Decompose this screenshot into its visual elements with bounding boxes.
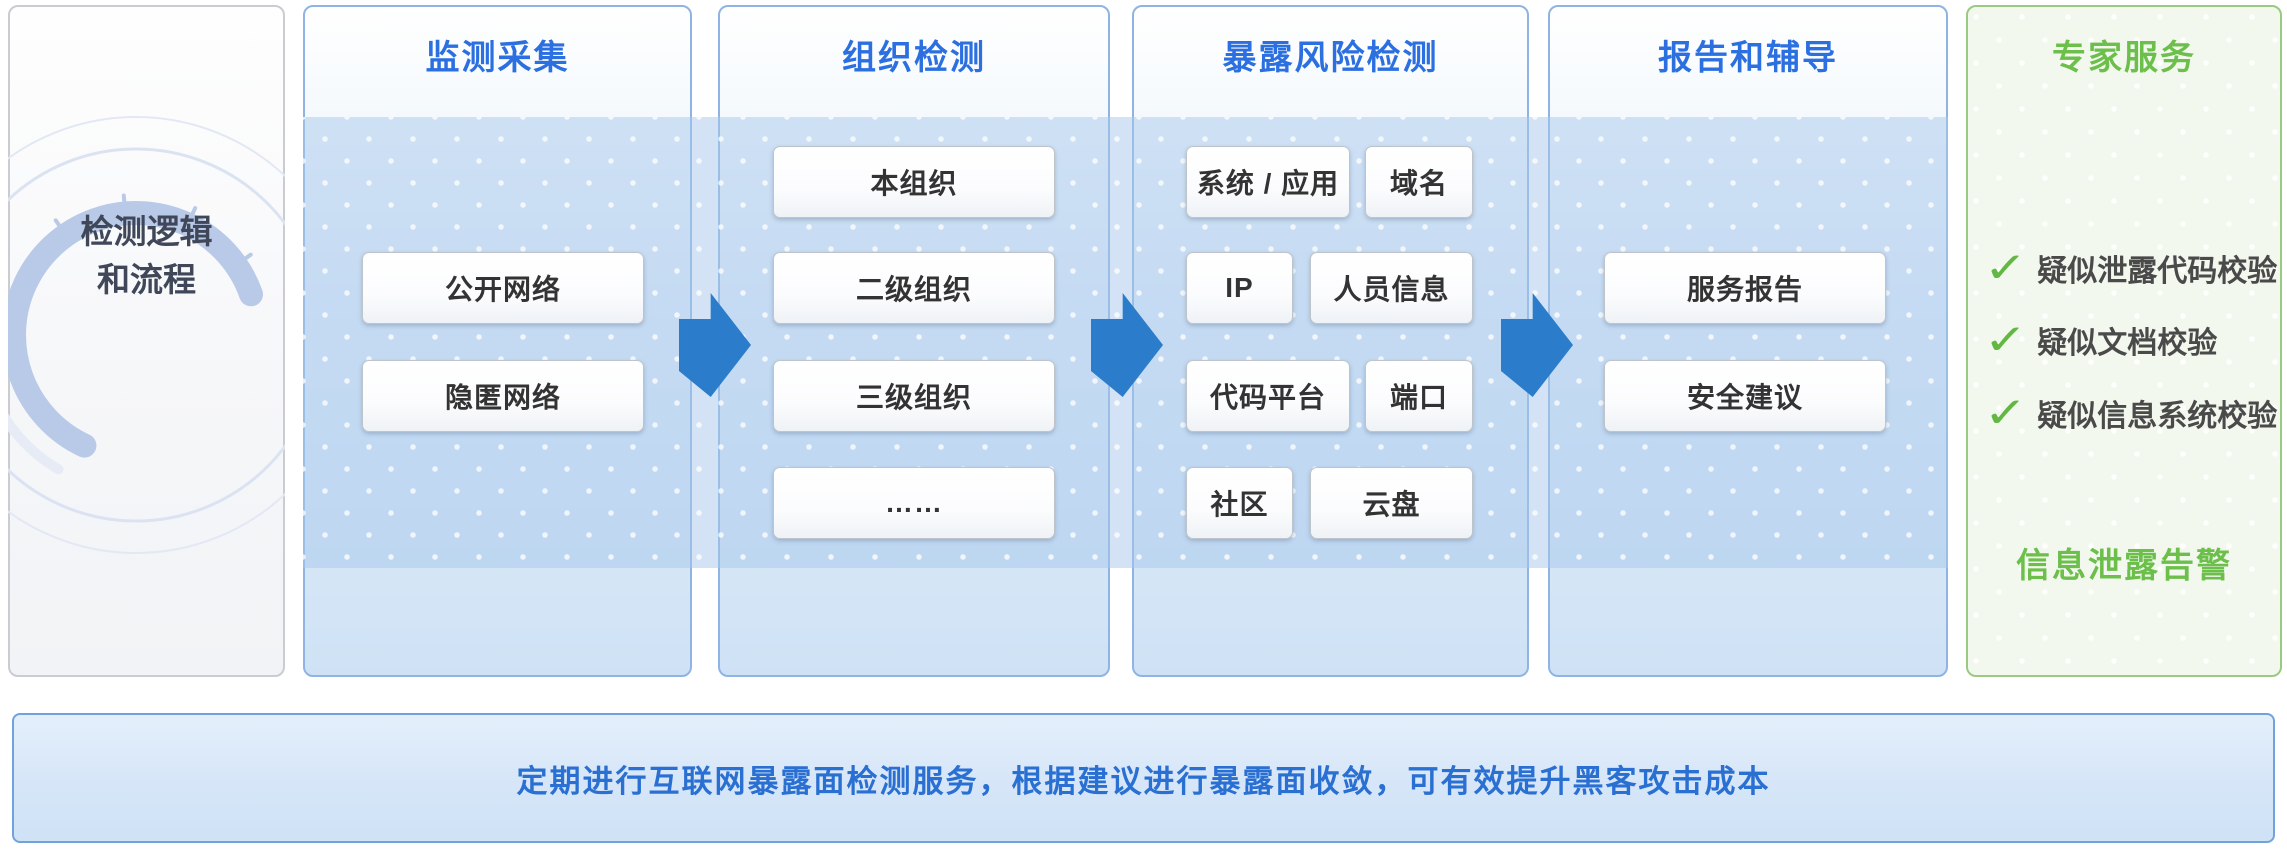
node-security-advice: 安全建议 [1604,360,1886,432]
column-title-organization-detection: 组织检测 [842,39,986,77]
column-title-monitor-collection: 监测采集 [425,39,570,77]
node-more-orgs: …… [773,467,1055,539]
node-ip: IP [1186,252,1293,324]
node-community: 社区 [1186,467,1293,539]
check-icon: ✓ [1983,244,2028,291]
check-item-label: 疑似信息系统校验 [2037,400,2278,433]
node-system-application: 系统 / 应用 [1186,146,1350,218]
check-icon: ✓ [1983,316,2028,363]
node-service-report: 服务报告 [1604,252,1886,324]
gauge-decoration-icon [8,85,285,584]
node-third-level-org: 三级组织 [773,360,1055,432]
node-domain: 域名 [1365,146,1473,218]
check-item-leaked-code: ✓ 疑似泄露代码校验 [1984,246,2278,290]
info-leak-alert-label: 信息泄露告警 [2016,547,2232,585]
node-own-organization: 本组织 [773,146,1055,218]
column-title-expert-service: 专家服务 [2052,39,2196,77]
node-port: 端口 [1365,360,1473,432]
panel-expert-service [1966,5,2282,677]
summary-bar-text: 定期进行互联网暴露面检测服务，根据建议进行暴露面收敛，可有效提升黑客攻击成本 [516,763,1771,799]
node-cloud-drive: 云盘 [1310,467,1473,539]
diagram-title-line2: 和流程 [97,261,196,298]
summary-bar: 定期进行互联网暴露面检测服务，根据建议进行暴露面收敛，可有效提升黑客攻击成本 [12,713,2275,843]
check-item-info-system: ✓ 疑似信息系统校验 [1984,391,2278,435]
node-personnel-info: 人员信息 [1310,252,1473,324]
node-second-level-org: 二级组织 [773,252,1055,324]
column-title-exposure-risk-detection: 暴露风险检测 [1222,39,1439,77]
check-item-label: 疑似文档校验 [2037,327,2218,360]
check-item-label: 疑似泄露代码校验 [2037,255,2278,288]
diagram-title: 检测逻辑 和流程 [8,208,285,304]
column-title-report-coaching: 报告和辅导 [1658,39,1838,77]
check-icon: ✓ [1983,389,2028,436]
node-hidden-network: 隐匿网络 [362,360,644,432]
node-code-platform: 代码平台 [1186,360,1350,432]
node-public-network: 公开网络 [362,252,644,324]
check-item-document: ✓ 疑似文档校验 [1984,318,2218,362]
diagram-title-line1: 检测逻辑 [80,213,213,250]
